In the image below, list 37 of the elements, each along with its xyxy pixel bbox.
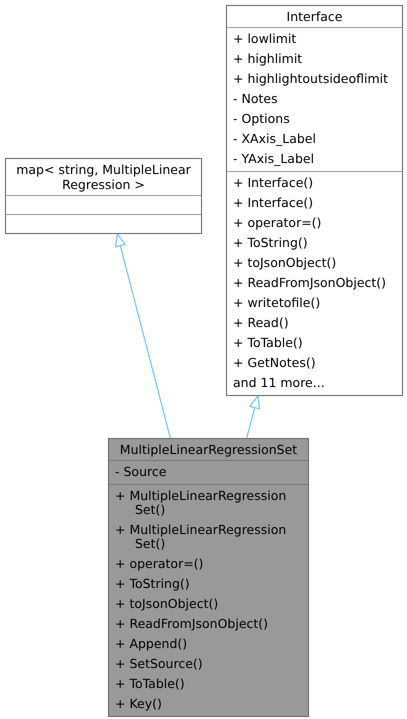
class-member: + operator=() (114, 555, 204, 573)
class-member: - YAxis_Label (232, 150, 316, 168)
class-member: + ReadFromJsonObject() (232, 274, 388, 292)
class-member: + writetofile() (232, 294, 322, 312)
class-member: + ReadFromJsonObject() (114, 615, 270, 633)
class-member: + Interface() (232, 174, 314, 192)
class-box (108, 438, 309, 717)
class-member: + Read() (232, 314, 290, 332)
inheritance-arrow (114, 234, 171, 438)
class-name: MultipleLinearRegressionSet (118, 441, 298, 459)
class-member: + Key() (114, 695, 163, 713)
class-member: - Notes (232, 90, 279, 108)
class-member: - Source (114, 463, 168, 481)
class-member: + Interface() (232, 194, 314, 212)
class-member: + highlimit (232, 50, 304, 68)
class-member: + toJsonObject() (232, 254, 338, 272)
class-box (226, 5, 403, 396)
class-member: + GetNotes() (232, 354, 317, 372)
inheritance-arrow (246, 396, 260, 438)
class-member: + Append() (114, 635, 188, 653)
class-member: - Options (232, 110, 291, 128)
class-name: Interface (286, 8, 344, 26)
class-member: + toJsonObject() (114, 595, 220, 613)
class-member: + MultipleLinearRegression Set() (114, 521, 288, 553)
class-member: + MultipleLinearRegression Set() (114, 487, 288, 519)
class-box (5, 158, 202, 234)
class-member: + highlightoutsideoflimit (232, 70, 390, 88)
class-name: map< string, MultipleLinear Regression > (15, 161, 192, 194)
class-member: + lowlimit (232, 30, 298, 48)
class-member: + ToTable() (232, 334, 304, 352)
class-member: and 11 more... (232, 374, 326, 392)
class-member: - XAxis_Label (232, 130, 317, 148)
class-member: + SetSource() (114, 655, 204, 673)
class-member: + ToString() (114, 575, 191, 593)
class-member: + ToString() (232, 234, 309, 252)
class-member: + operator=() (232, 214, 322, 232)
class-member: + ToTable() (114, 675, 186, 693)
